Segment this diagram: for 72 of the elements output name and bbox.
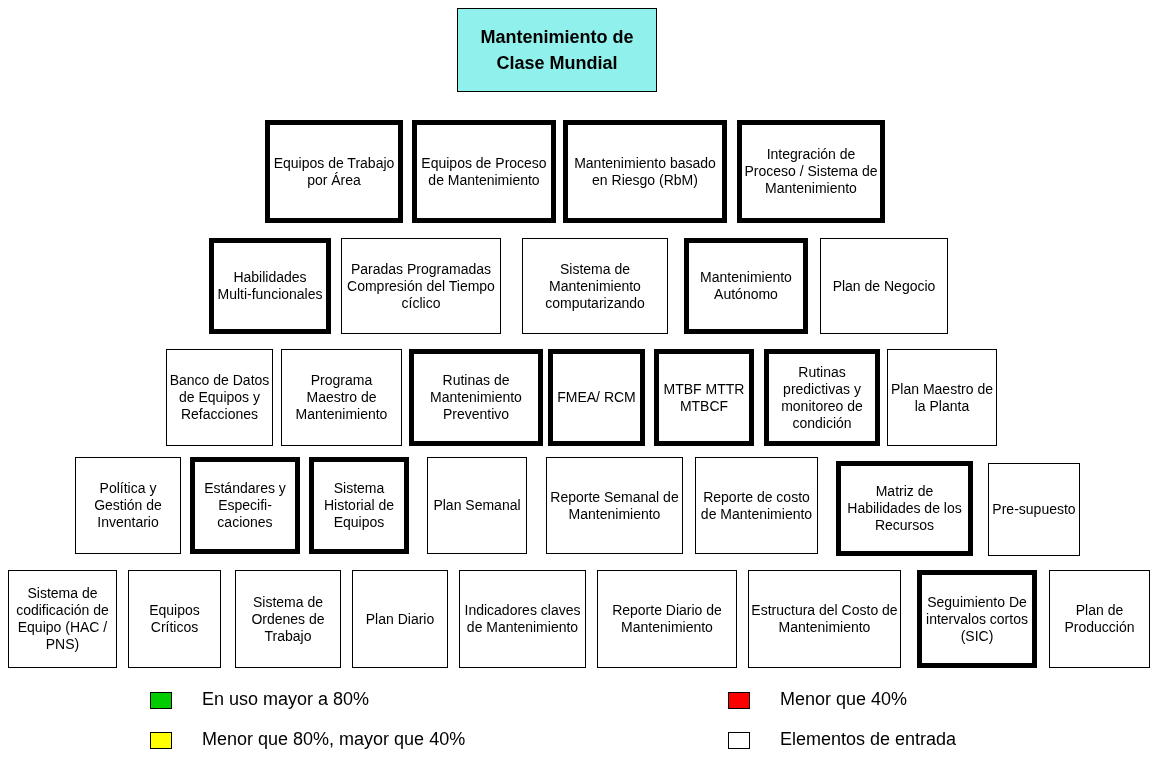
element-box: [654, 349, 754, 446]
element-box: [265, 120, 403, 223]
legend-label: En uso mayor a 80%: [202, 689, 370, 710]
element-box: [8, 570, 117, 668]
element-label: Sistema de codificación de Equipo (HAC / PNS): [15, 585, 110, 653]
element-label: Equipos Críticos: [148, 602, 201, 636]
legend-label: Menor que 40%: [780, 689, 908, 710]
element-label: Paradas Programadas Compresión del Tiempo cíclico: [346, 260, 496, 312]
element-box: [748, 570, 901, 668]
element-box: [412, 120, 556, 223]
element-box: [684, 238, 808, 334]
element-label: Sistema de Ordenes de Trabajo: [250, 593, 326, 645]
element-label: Habilidades Multi-funcionales: [216, 269, 324, 303]
element-label: Política y Gestión de Inventario: [93, 480, 163, 531]
element-box: [309, 457, 409, 554]
element-box: [764, 349, 880, 446]
element-box: [695, 457, 818, 554]
element-box: [522, 238, 668, 334]
legend-label: Elementos de entrada: [780, 729, 957, 750]
element-box: [75, 457, 181, 554]
element-label: Plan Diario: [364, 610, 436, 628]
element-label: Banco de Datos de Equipos y Refacciones: [168, 372, 271, 423]
element-box: [128, 570, 221, 668]
element-label: Matriz de Habilidades de los Recursos: [846, 483, 963, 534]
element-label: Plan Maestro de la Planta: [890, 380, 994, 415]
element-label: Pre-supuesto: [991, 501, 1077, 518]
element-label: Reporte Semanal de Mantenimiento: [549, 488, 680, 523]
element-label: Estándares y Especifi-caciones: [203, 480, 287, 531]
element-box: [166, 349, 273, 446]
element-box: [820, 238, 948, 334]
element-box: [352, 570, 448, 668]
element-label: Equipos de Proceso de Mantenimiento: [420, 154, 548, 189]
element-box: [988, 463, 1080, 556]
element-box: [548, 349, 645, 446]
element-label: Equipos de Trabajo por Área: [272, 154, 396, 189]
element-box: [209, 238, 331, 334]
element-label: Estructura del Costo de Mantenimiento: [750, 602, 899, 636]
element-label: FMEA/ RCM: [556, 389, 637, 406]
element-label: Indicadores claves de Mantenimiento: [463, 602, 582, 636]
element-box: [917, 570, 1037, 668]
title-text: Mantenimiento de Clase Mundial: [479, 26, 635, 75]
element-box: [836, 461, 973, 556]
title-box: [457, 8, 657, 92]
element-box: [737, 120, 885, 223]
element-label: Reporte de costo de Mantenimiento: [699, 488, 814, 523]
element-box: [281, 349, 402, 446]
element-box: [1049, 570, 1150, 668]
element-box: [563, 120, 727, 223]
element-label: Rutinas predictivas y monitoreo de condición: [780, 363, 864, 432]
element-label: Seguimiento De intervalos cortos (SIC): [925, 593, 1029, 645]
element-box: [546, 457, 683, 554]
element-box: [235, 570, 341, 668]
element-label: Mantenimiento basado en Riesgo (RbM): [573, 154, 717, 189]
element-box: [409, 349, 543, 446]
element-box: [427, 457, 527, 554]
element-label: Plan de Negocio: [831, 277, 937, 295]
element-label: Programa Maestro de Mantenimiento: [294, 372, 389, 423]
element-label: Plan de Producción: [1063, 602, 1136, 636]
legend-label: Menor que 80%, mayor que 40%: [202, 729, 466, 750]
element-label: Plan Semanal: [432, 497, 522, 514]
element-label: Sistema Historial de Equipos: [323, 480, 395, 531]
element-box: [341, 238, 501, 334]
element-label: Reporte Diario de Mantenimiento: [611, 602, 723, 636]
element-box: [190, 457, 300, 554]
element-label: Mantenimiento Autónomo: [699, 269, 793, 303]
element-label: Rutinas de Mantenimiento Preventivo: [429, 372, 523, 423]
element-label: MTBF MTTR MTBCF: [662, 380, 746, 415]
element-box: [887, 349, 997, 446]
element-label: Integración de Proceso / Sistema de Mantenimiento: [743, 146, 879, 197]
element-label: Sistema de Mantenimiento computarizando: [544, 260, 646, 312]
element-box: [597, 570, 737, 668]
element-box: [459, 570, 586, 668]
